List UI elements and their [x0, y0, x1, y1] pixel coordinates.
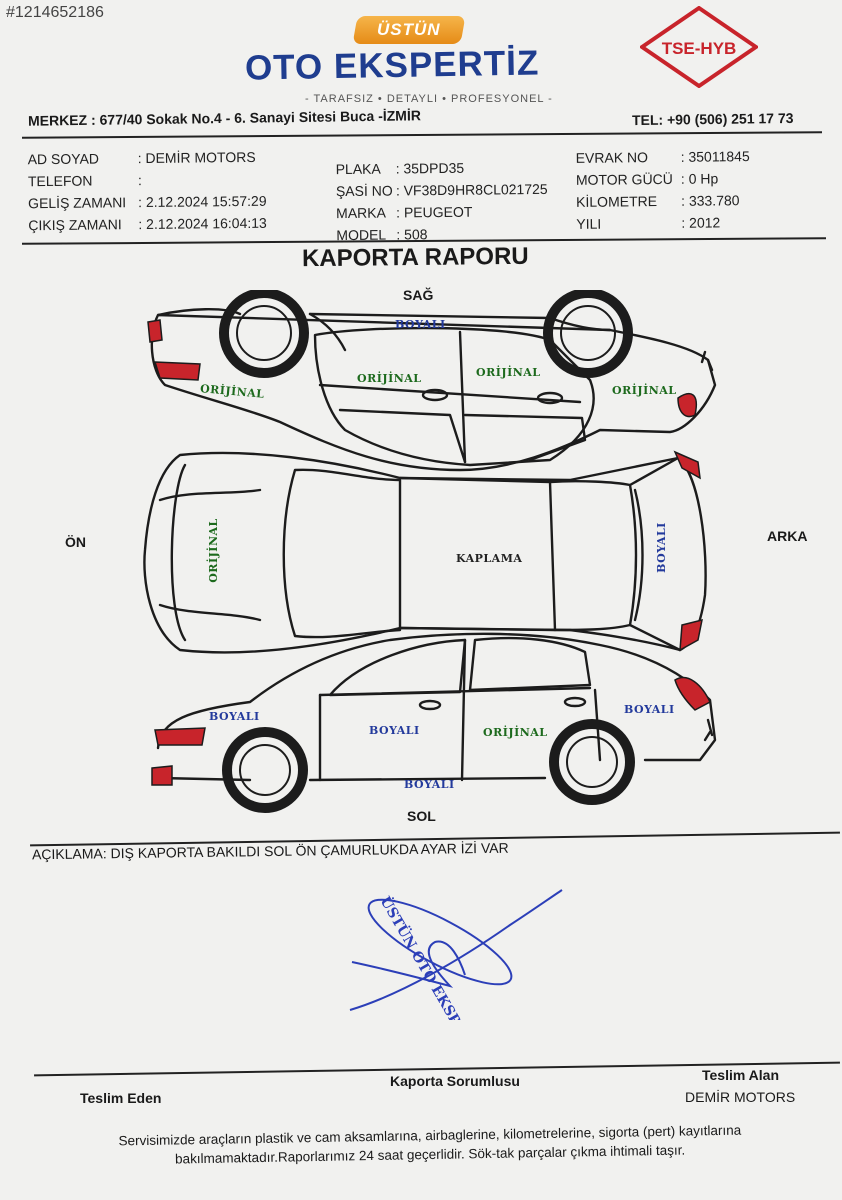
left-side-view — [156, 632, 717, 782]
footer-disclaimer: Servisimizde araçların plastik ve cam ak… — [118, 1122, 742, 1167]
top-rear-light-upper — [673, 450, 701, 480]
panel-left-front-fender: BOYALI — [209, 710, 260, 723]
top-rear-light-lower — [679, 618, 703, 652]
label-model: MODEL — [336, 226, 387, 244]
right-rear-light — [147, 319, 163, 343]
value-telefon: : — [137, 172, 142, 189]
label-plaka: PLAKA — [335, 160, 381, 178]
report-title: KAPORTA RAPORU — [301, 242, 529, 273]
label-yili: YILI — [576, 215, 602, 232]
value-marka: : PEUGEOT — [396, 203, 473, 221]
label-evrak-no: EVRAK NO — [575, 149, 649, 166]
info-col-1: AD SOYAD : DEMİR MOTORS TELEFON: GELİŞ ZA… — [28, 146, 267, 236]
top-view — [143, 451, 707, 654]
signature-received-by: Teslim Alan — [702, 1067, 780, 1083]
left-front-lower-light — [151, 765, 173, 786]
value-gelis-zamani: : 2.12.2024 15:57:29 — [138, 192, 267, 211]
company-stamp-signature: ÜSTÜN OTO EKSPERTİZ — [349, 889, 563, 1021]
panel-left-rocker: BOYALI — [404, 778, 455, 791]
value-sasi-no: : VF38D9HR8CL021725 — [395, 180, 548, 199]
right-rear-lower-light — [153, 361, 201, 381]
panel-hood: ORİJİNAL — [206, 518, 220, 583]
brand-badge-text: ÜSTÜN — [377, 20, 441, 39]
signature-received-name: DEMİR MOTORS — [685, 1089, 796, 1105]
listing-id: #1214652186 — [6, 4, 104, 21]
label-telefon: TELEFON — [27, 172, 93, 190]
label-kilometre: KİLOMETRE — [576, 193, 658, 210]
panel-right-rear-door: ORİJİNAL — [476, 366, 541, 379]
vehicle-lights — [147, 319, 711, 786]
value-plaka: : 35DPD35 — [395, 159, 465, 177]
panel-left-rear-fender: BOYALI — [624, 703, 675, 716]
left-side-wheels — [222, 719, 635, 813]
value-motor-gucu: : 0 Hp — [680, 170, 719, 187]
brand-badge: ÜSTÜN — [352, 16, 466, 44]
label-gelis-zamani: GELİŞ ZAMANI — [28, 194, 127, 212]
label-motor-gucu: MOTOR GÜCÜ — [575, 170, 673, 188]
header-divider — [22, 131, 822, 139]
tse-hyb-text: TSE-HYB — [662, 39, 737, 58]
label-sasi-no: ŞASİ NO — [335, 182, 393, 200]
value-yili: : 2012 — [681, 214, 721, 231]
panel-right-rear-fender: ORİJİNAL — [612, 384, 677, 397]
side-label-right: SAĞ — [403, 287, 434, 303]
right-side-wheels — [219, 290, 633, 378]
label-ad-soyad: AD SOYAD — [27, 150, 100, 168]
panel-trunk: BOYALI — [654, 522, 668, 573]
stamp-text: ÜSTÜN OTO EKSPERTİZ — [377, 893, 491, 1021]
side-label-front: ÖN — [65, 534, 86, 550]
brand-title: OTO EKSPERTİZ — [244, 43, 540, 88]
right-front-light — [677, 393, 697, 418]
signature-body-responsible: Kaporta Sorumlusu — [390, 1073, 520, 1089]
phone: TEL: +90 (506) 251 17 73 — [631, 109, 794, 129]
value-evrak-no: : 35011845 — [680, 148, 750, 165]
panel-right-front-door: ORİJİNAL — [357, 372, 422, 385]
side-label-left: SOL — [407, 808, 436, 824]
value-model: : 508 — [396, 226, 428, 243]
panel-left-rear-door: ORİJİNAL — [483, 726, 548, 739]
left-rear-light — [674, 676, 711, 711]
address: MERKEZ : 677/40 Sokak No.4 - 6. Sanayi S… — [27, 107, 421, 129]
info-col-2: PLAKA : 35DPD35 ŞASİ NO: VF38D9HR8CL02172… — [336, 156, 549, 246]
tse-hyb-logo: TSE-HYB — [640, 6, 758, 88]
car-diagram — [143, 290, 717, 813]
panel-roof: KAPLAMA — [456, 552, 523, 565]
label-cikis-zamani: ÇIKIŞ ZAMANI — [28, 216, 122, 234]
panel-right-roof-rail: BOYALI — [395, 318, 446, 331]
label-marka: MARKA — [336, 204, 386, 222]
brand-slogan: - TARAFSIZ • DETAYLI • PROFESYONEL - — [305, 93, 553, 105]
signature-delivered-by: Teslim Eden — [80, 1090, 162, 1106]
info-col-3: EVRAK NO : 35011845 MOTOR GÜCÜ : 0 Hp KİLO… — [576, 145, 751, 235]
left-front-light — [154, 727, 206, 746]
panel-left-front-door: BOYALI — [369, 724, 420, 737]
side-label-rear: ARKA — [767, 528, 808, 544]
value-cikis-zamani: : 2.12.2024 16:04:13 — [138, 214, 267, 233]
value-ad-soyad: : DEMİR MOTORS — [137, 148, 256, 167]
value-kilometre: : 333.780 — [681, 192, 740, 209]
